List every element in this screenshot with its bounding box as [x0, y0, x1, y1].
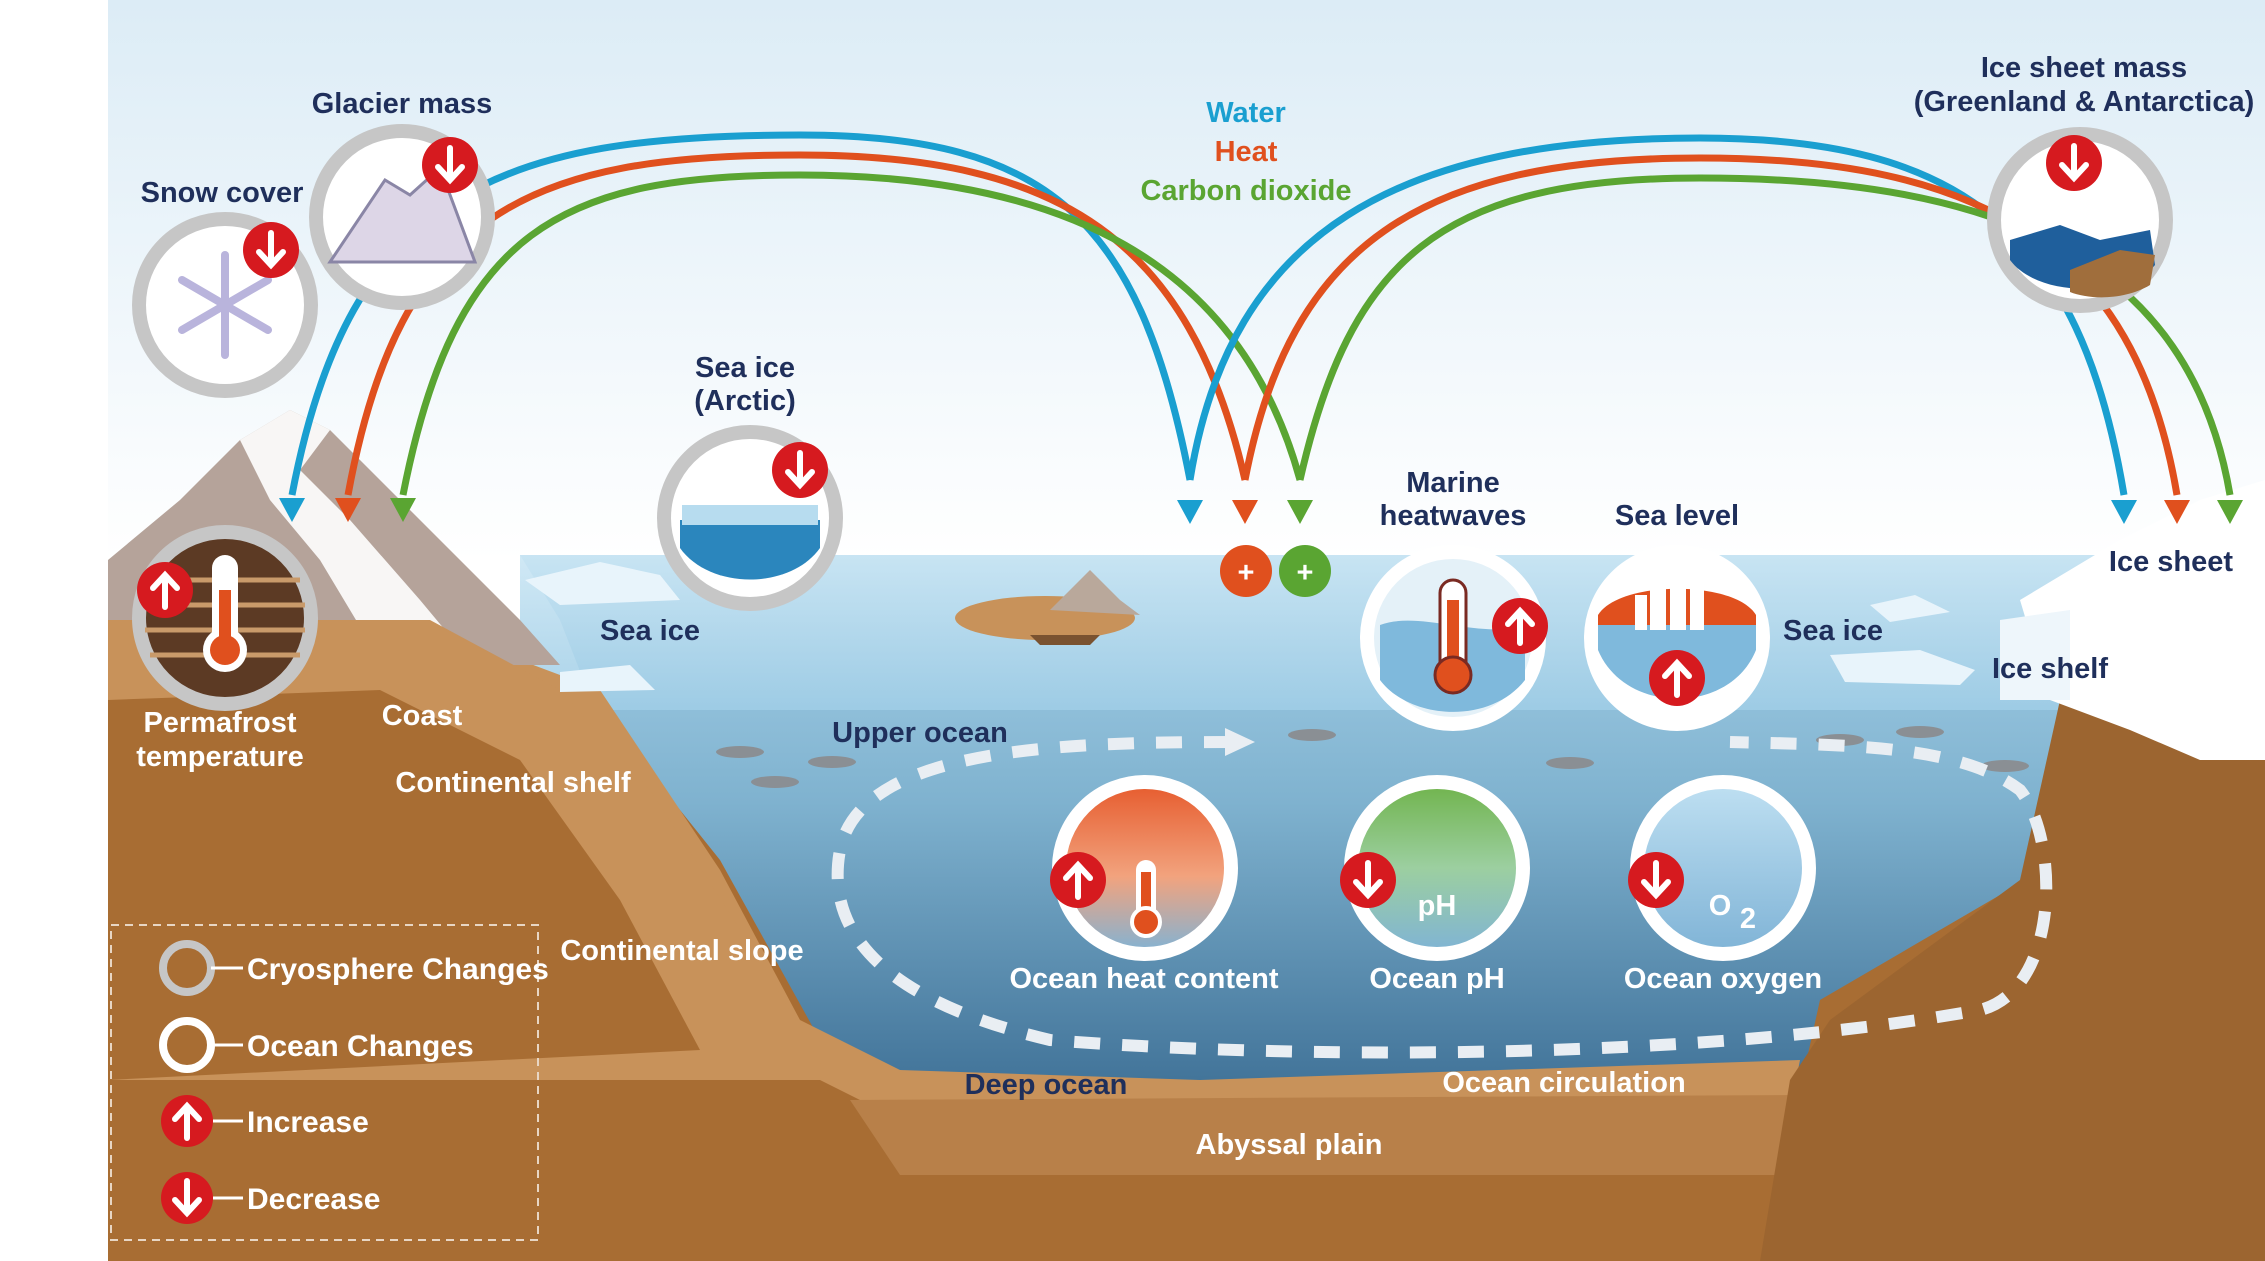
thermometer-icon [1130, 860, 1162, 938]
label-deep-ocean: Deep ocean [965, 1069, 1128, 1101]
ph-icon: pH [1418, 890, 1457, 922]
decrease-badge [422, 137, 478, 193]
ice-sheet-mass-node: Ice sheet mass (Greenland & Antarctica) [1914, 52, 2255, 313]
svg-text:+: + [1297, 557, 1314, 589]
legend-increase: Increase [161, 1095, 369, 1147]
co2-arc-left [399, 171, 1304, 496]
ocean-oxygen-label: Ocean oxygen [1624, 963, 1822, 995]
sea-ice-floe-4 [1870, 595, 1950, 622]
city-flood-icon [1635, 565, 1704, 630]
abyssal-plain-layer [850, 1095, 1800, 1175]
permafrost-node: Permafrost temperature [132, 525, 318, 773]
o2-subscript: 2 [1740, 903, 1756, 935]
marine-heatwaves-node: Marine heatwaves [1360, 467, 1548, 731]
ocean-oxygen-node: O 2 Ocean oxygen [1624, 775, 1822, 995]
label-sea-ice-left: Sea ice [600, 615, 700, 647]
decrease-badge [2046, 135, 2102, 191]
mountain-icon [327, 165, 478, 264]
co2-arc-right [1296, 174, 2234, 496]
snow-cover-node: Snow cover [132, 177, 318, 398]
label-abyssal-plain: Abyssal plain [1196, 1129, 1383, 1161]
legend-ocean: Ocean Changes [159, 1017, 474, 1073]
legend-box: Cryosphere Changes Ocean Changes Increas… [110, 924, 549, 1241]
label-ice-sheet: Ice sheet [2109, 546, 2233, 578]
flux-label-heat: Heat [1215, 136, 1278, 168]
ocean-ph-node: pH Ocean pH [1340, 775, 1530, 995]
circulation-arrowhead [1225, 728, 1255, 756]
ice-sheet-mass-label-1: Ice sheet mass [1981, 52, 2187, 84]
sea-ice-floe-1 [525, 562, 680, 605]
thermometer-icon [1433, 578, 1473, 695]
increase-badge [1492, 598, 1548, 654]
ocean-ph-label: Ocean pH [1369, 963, 1504, 995]
legend-decrease: Decrease [161, 1172, 380, 1224]
glacier-mass-node: Glacier mass [309, 88, 495, 310]
left-land-dark [108, 690, 700, 1080]
snowflake-icon [178, 251, 272, 359]
increase-badge [1050, 852, 1106, 908]
sea-ice-floe-3 [1830, 650, 1975, 685]
thermometer-icon [203, 555, 247, 672]
o2-icon: O [1709, 890, 1732, 922]
snow-cover-label: Snow cover [141, 177, 304, 209]
sea-ice-floe-2 [560, 665, 655, 692]
flux-label-water: Water [1206, 97, 1286, 129]
decrease-badge [772, 442, 828, 498]
ocean-heat-content-label: Ocean heat content [1009, 963, 1278, 995]
svg-text:+: + [1238, 557, 1255, 589]
sea-ice-arctic-node: Sea ice (Arctic) [657, 352, 843, 611]
svg-text:Ocean Changes: Ocean Changes [247, 1030, 474, 1063]
decrease-badge [1628, 852, 1684, 908]
label-ocean-circulation: Ocean circulation [1442, 1067, 1685, 1099]
decrease-badge [243, 222, 299, 278]
right-ice-sheet [2020, 480, 2265, 760]
label-continental-shelf: Continental shelf [395, 767, 631, 799]
ocean-circulation-loop [831, 736, 2053, 1059]
ocean-heat-content-node: Ocean heat content [1009, 775, 1279, 995]
svg-text:Cryosphere Changes: Cryosphere Changes [247, 953, 549, 986]
increase-badge [1649, 650, 1705, 706]
permafrost-label-2: temperature [136, 741, 304, 773]
sea-ice-arctic-label-1: Sea ice [695, 352, 795, 384]
island-rock [1050, 570, 1140, 615]
svg-text:Decrease: Decrease [247, 1183, 380, 1216]
flux-label-co2: Carbon dioxide [1140, 175, 1351, 207]
marine-heatwaves-label-1: Marine [1406, 467, 1499, 499]
label-continental-slope: Continental slope [560, 935, 803, 967]
glacier-mass-label: Glacier mass [312, 88, 493, 120]
marine-heatwaves-label-2: heatwaves [1380, 500, 1527, 532]
island-boat [1030, 635, 1100, 645]
arc-arrowheads [279, 498, 2243, 524]
label-coast: Coast [382, 700, 463, 732]
label-ice-shelf: Ice shelf [1992, 653, 2108, 685]
label-sea-ice-right: Sea ice [1783, 615, 1883, 647]
sea-level-label: Sea level [1615, 500, 1739, 532]
permafrost-label-1: Permafrost [143, 707, 296, 739]
sea-ice-icon [680, 520, 820, 580]
right-ice-shelf-edge [2000, 610, 2070, 700]
sea-ice-arctic-label-2: (Arctic) [694, 385, 796, 417]
svg-text:Increase: Increase [247, 1106, 369, 1139]
sea-level-node: Sea level [1584, 500, 1770, 731]
plus-badges: + + [1220, 545, 1331, 597]
right-coast-block [1760, 690, 2265, 1261]
legend-cryosphere: Cryosphere Changes [159, 940, 549, 996]
increase-badge [137, 562, 193, 618]
decrease-badge [1340, 852, 1396, 908]
label-upper-ocean: Upper ocean [832, 717, 1008, 749]
ice-sheet-mass-label-2: (Greenland & Antarctica) [1914, 86, 2255, 118]
